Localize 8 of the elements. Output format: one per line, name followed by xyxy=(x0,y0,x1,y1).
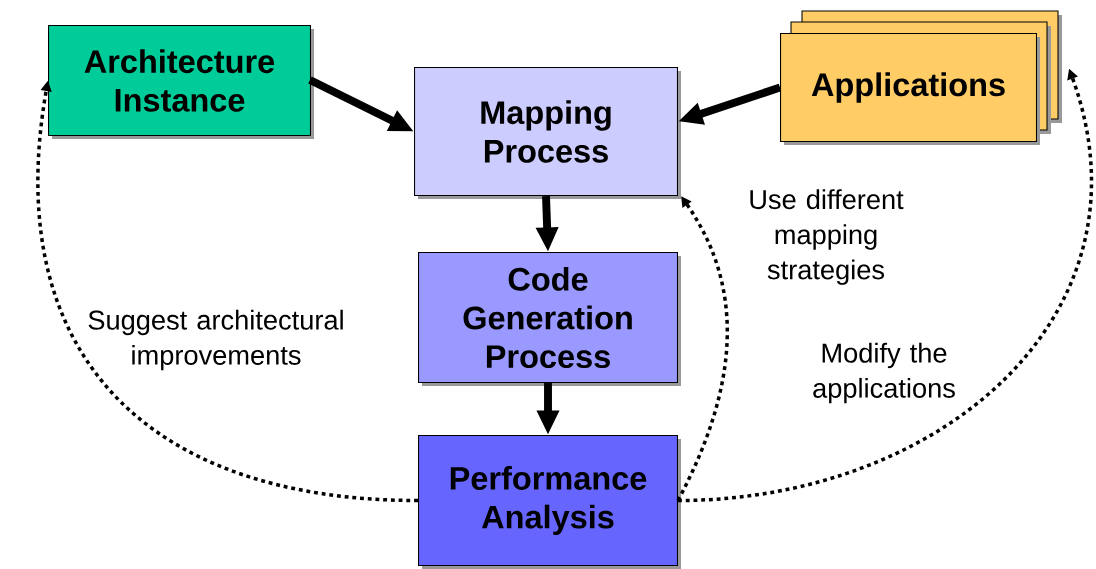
note-text: Modify the applications xyxy=(813,342,955,404)
process-box: Performance Analysis xyxy=(418,435,681,569)
process-box: Architecture Instance xyxy=(48,25,314,139)
process-box: Mapping Process xyxy=(414,67,681,199)
stacked-box: Applications xyxy=(780,10,1062,145)
note-text: Suggest architectural improvements xyxy=(88,309,343,371)
process-box: Code Generation Process xyxy=(418,252,681,386)
note-text: Use different mapping strategies xyxy=(750,189,904,285)
